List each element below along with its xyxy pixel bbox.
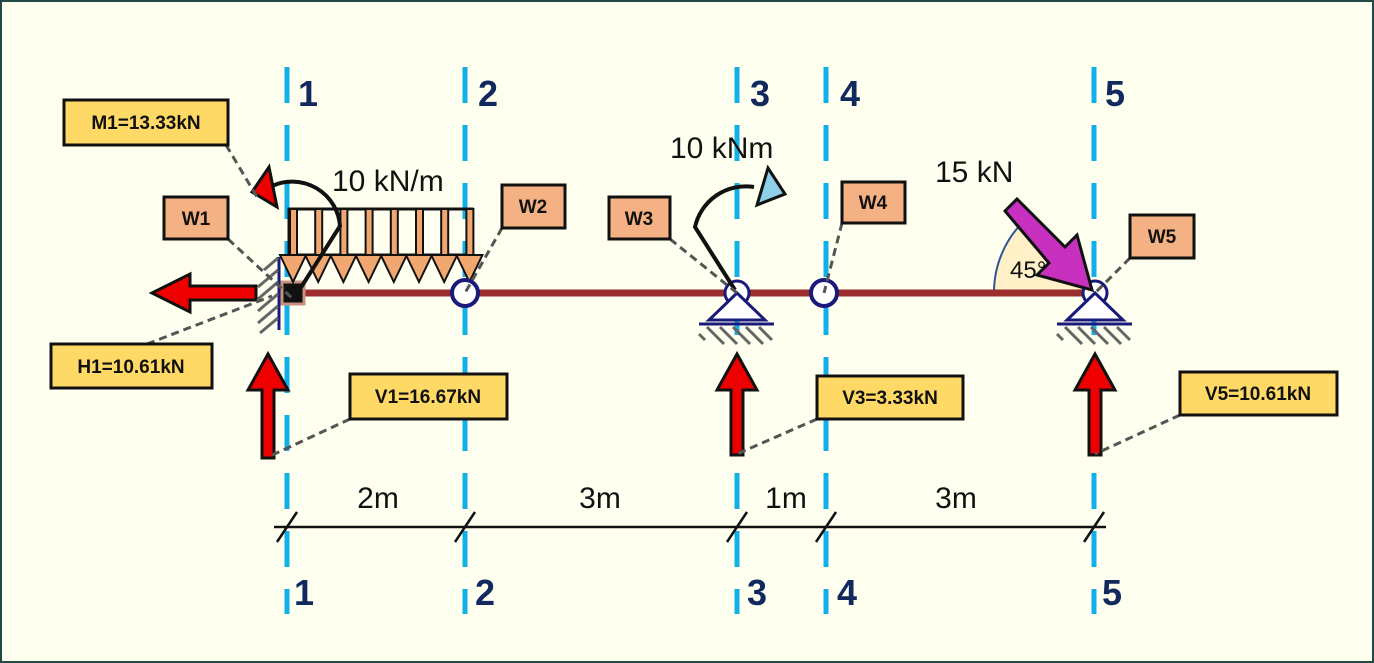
section-label-top-1: 1	[298, 73, 318, 114]
load-arrow-head	[454, 254, 484, 285]
svg-text:V1=16.67kN: V1=16.67kN	[375, 387, 481, 408]
dimension-label-3-4: 1m	[765, 482, 807, 515]
load-arrow-head	[278, 254, 308, 285]
node-box-w2: W2	[500, 183, 567, 230]
svg-text:W4: W4	[859, 193, 888, 214]
node-box-w3: W3	[607, 195, 672, 241]
node-box-w4: W4	[840, 180, 907, 225]
reaction-moment-arrow	[249, 163, 343, 302]
svg-text:M1=13.33kN: M1=13.33kN	[91, 113, 200, 134]
distributed-load	[278, 207, 484, 285]
node-box-w1: W1	[162, 195, 230, 241]
load-arrow-head	[404, 254, 434, 285]
leader-lines	[146, 144, 1181, 459]
svg-text:W2: W2	[519, 197, 548, 218]
reaction-v1-arrow	[245, 350, 291, 460]
applied-moment-label: 10 kNm	[670, 132, 773, 165]
distributed-load-label: 10 kN/m	[332, 165, 444, 198]
section-label-bottom-2: 2	[475, 572, 495, 613]
load-arrow-shaft	[465, 208, 475, 256]
section-label-top-5: 5	[1105, 73, 1125, 114]
section-label-top-3: 3	[750, 73, 770, 114]
load-arrow-shaft	[314, 208, 324, 256]
reaction-h1-arrow	[148, 271, 258, 315]
reaction-v5-arrow	[1072, 350, 1118, 457]
load-arrow-shaft	[339, 208, 349, 256]
section-label-bottom-3: 3	[747, 572, 767, 613]
result-box-h1: H1=10.61kN	[49, 342, 214, 390]
load-arrow-head	[429, 254, 459, 285]
svg-text:V3=3.33kN: V3=3.33kN	[842, 388, 938, 409]
result-box-v5: V5=10.61kN	[1178, 370, 1339, 417]
section-label-bottom-1: 1	[294, 572, 314, 613]
load-arrow-head	[379, 254, 409, 285]
dimension-label-2-3: 3m	[579, 482, 621, 515]
dimension-label-1-2: 2m	[357, 482, 399, 515]
section-label-bottom-4: 4	[837, 572, 857, 613]
applied-moment-arrow	[692, 164, 788, 292]
pin-support-3	[697, 279, 774, 346]
section-labels-bottom: 1 2 3 4 5	[294, 572, 1122, 613]
section-label-top-4: 4	[840, 73, 860, 114]
node-box-w5: W5	[1128, 213, 1196, 260]
load-arrow-head	[328, 254, 358, 285]
svg-text:H1=10.61kN: H1=10.61kN	[77, 357, 184, 378]
result-box-v1: V1=16.67kN	[348, 372, 509, 421]
svg-text:V5=10.61kN: V5=10.61kN	[1205, 384, 1311, 405]
section-label-bottom-5: 5	[1102, 572, 1122, 613]
inclined-force-arrow	[1002, 196, 1095, 293]
reaction-v3-arrow	[714, 350, 760, 457]
svg-text:W3: W3	[625, 209, 654, 230]
load-arrow-shaft	[364, 208, 374, 256]
load-arrow-shaft	[289, 208, 298, 256]
dimension-line: 2m 3m 1m 3m	[274, 482, 1106, 543]
section-labels-top: 1 2 3 4 5	[298, 73, 1125, 114]
load-arrow-shaft	[415, 208, 424, 256]
section-label-top-2: 2	[478, 73, 498, 114]
load-arrow-head	[354, 254, 384, 285]
load-arrow-shaft	[440, 208, 450, 256]
hinge-node-2	[450, 278, 480, 308]
result-box-v3: V3=3.33kN	[815, 374, 965, 421]
load-arrow-shaft	[389, 208, 399, 256]
svg-text:W5: W5	[1148, 227, 1177, 248]
pin-support-5	[1055, 279, 1132, 346]
dimension-label-4-5: 3m	[935, 482, 977, 515]
result-box-m1: M1=13.33kN	[62, 98, 230, 147]
section-lines	[284, 67, 1097, 614]
inclined-force-label: 15 kN	[935, 156, 1013, 189]
svg-text:W1: W1	[182, 209, 211, 230]
